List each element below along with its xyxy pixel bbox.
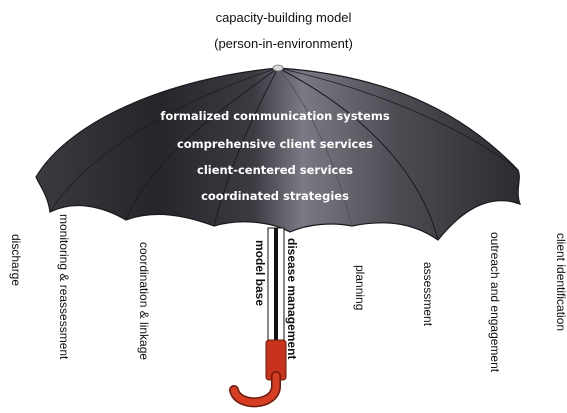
rib-label-assessment: assessment	[421, 262, 435, 327]
canopy-seam	[277, 67, 519, 171]
canopy-seam	[49, 67, 279, 213]
diagram-subtitle: (person-in-environment)	[214, 36, 353, 51]
rib-label-planning: planning	[353, 265, 367, 311]
rib-label-discharge: discharge	[9, 234, 23, 287]
umbrella-tip	[272, 64, 284, 72]
rib-label-disease-management: disease management	[285, 238, 299, 360]
rib-label-client-identification: client identification	[554, 233, 567, 332]
umbrella-canopy	[35, 67, 521, 241]
canopy-seam	[213, 67, 279, 227]
rib-label-monitoring: monitoring & reassessment	[57, 214, 71, 360]
canopy-seam	[277, 67, 439, 241]
canopy-seam	[125, 67, 279, 221]
diagram-title: capacity-building model	[215, 10, 352, 25]
rib-label-outreach: outreach and engagement	[488, 232, 502, 373]
canopy-seam	[277, 67, 353, 227]
canopy-item: client-centered services	[197, 163, 353, 177]
rib-label-model-base: model base	[253, 240, 267, 307]
canopy-item: coordinated strategies	[201, 189, 349, 203]
canopy-item: comprehensive client services	[176, 137, 374, 151]
canopy-item: formalized communication systems	[160, 109, 390, 123]
rib-label-coordination: coordination & linkage	[137, 242, 151, 361]
